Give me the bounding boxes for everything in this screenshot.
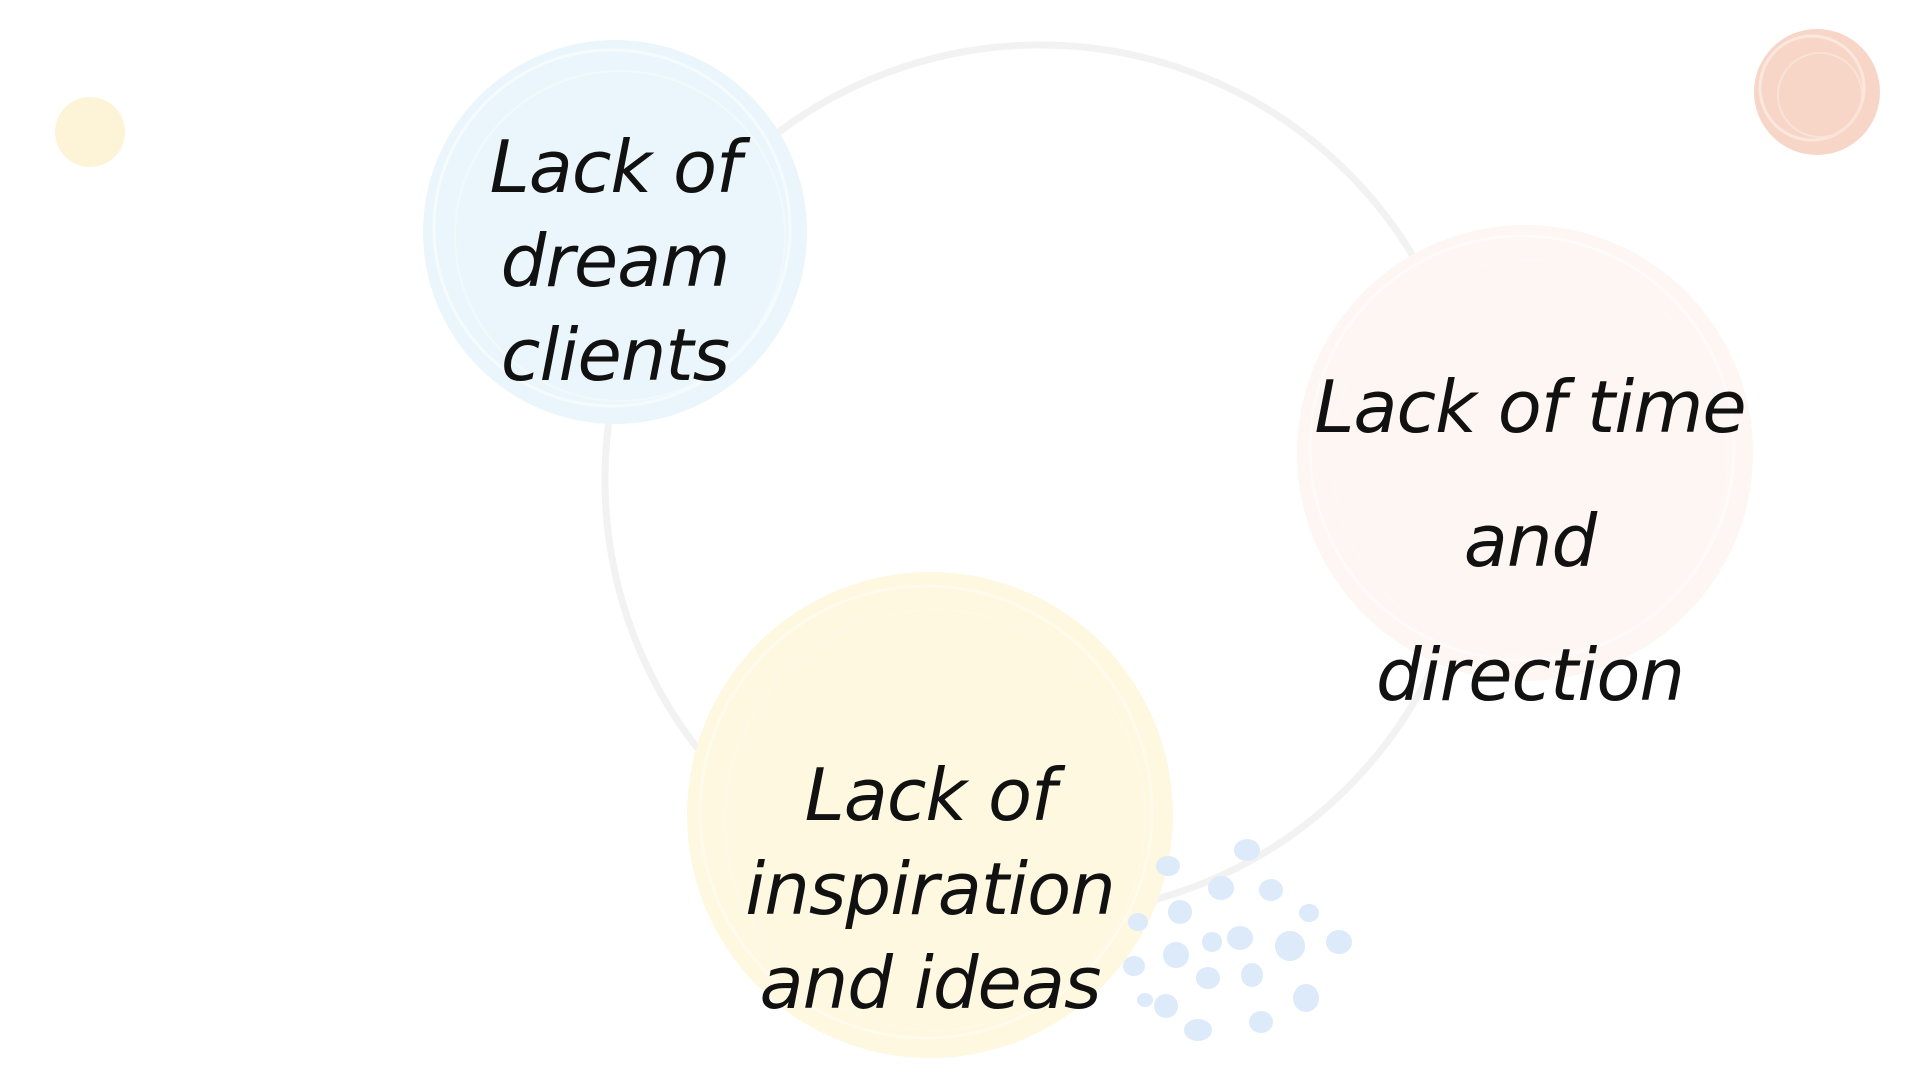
node-label-line: dream clients (500, 219, 731, 397)
node-label-line: and direction (1375, 499, 1685, 717)
node-circle-time (1297, 225, 1753, 681)
node-label-inspiration-ideas: Lack of inspiration and ideas (610, 748, 1250, 1030)
decor-yellow-dot (55, 97, 125, 167)
node-label-line: Lack of inspiration (745, 753, 1116, 931)
node-circle-dream (423, 40, 807, 424)
decor-peach-circle (1754, 29, 1880, 155)
node-label-line: and ideas (759, 941, 1102, 1025)
node-label-line: Lack of (489, 125, 742, 209)
node-label-time-direction: Lack of time and direction (1300, 340, 1760, 742)
node-label-line: Lack of time (1314, 365, 1746, 449)
node-circle-inspiration (687, 572, 1173, 1058)
decor-blue-dots (1123, 839, 1352, 1041)
node-label-dream-clients: Lack of dream clients (380, 120, 850, 402)
